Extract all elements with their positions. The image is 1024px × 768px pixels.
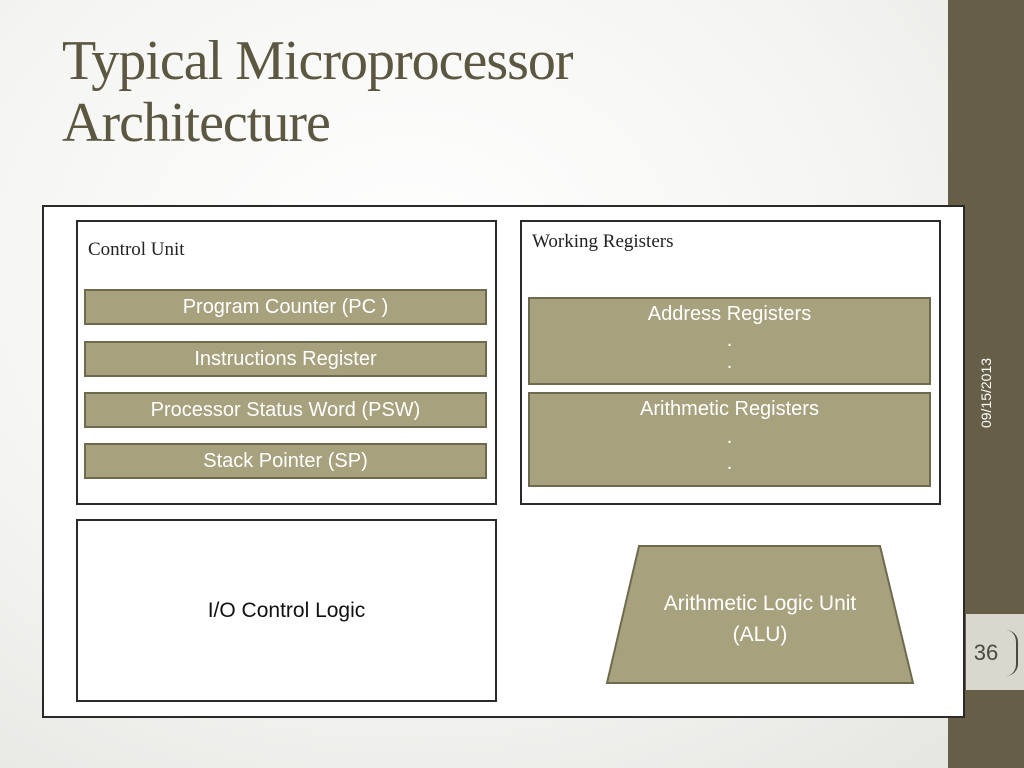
alu-label: Arithmetic Logic Unit (ALU): [605, 588, 915, 650]
page-number-box: [966, 614, 1024, 690]
address-registers-block: Address Registers . .: [528, 297, 931, 385]
stack-pointer-register: Stack Pointer (SP): [84, 443, 487, 479]
working-registers-label: Working Registers: [532, 231, 674, 252]
address-registers-dot: .: [726, 351, 733, 373]
processor-status-word-register: Processor Status Word (PSW): [84, 392, 487, 428]
slide-title: Typical Microprocessor Architecture: [62, 30, 922, 154]
io-control-label: I/O Control Logic: [207, 598, 366, 622]
io-control-box: I/O Control Logic: [76, 519, 497, 702]
slide-title-line1: Typical Microprocessor: [62, 30, 574, 92]
alu-block: Arithmetic Logic Unit (ALU): [605, 545, 915, 685]
control-unit-label: Control Unit: [88, 239, 185, 260]
address-registers-label: Address Registers: [647, 303, 812, 325]
instructions-register: Instructions Register: [84, 341, 487, 377]
arithmetic-registers-block: Arithmetic Registers . .: [528, 392, 931, 487]
arithmetic-registers-label: Arithmetic Registers: [640, 398, 819, 420]
page-bracket: [1006, 630, 1018, 676]
alu-trapezoid: [605, 545, 915, 684]
arithmetic-registers-dot: .: [726, 452, 733, 474]
arithmetic-registers-dot: .: [726, 426, 733, 448]
page-number: 36: [973, 640, 999, 665]
alu-label-line2: (ALU): [732, 623, 788, 646]
program-counter-register: Program Counter (PC ): [84, 289, 487, 325]
address-registers-dot: .: [726, 329, 733, 351]
slide-date: 09/15/2013: [978, 357, 994, 429]
alu-label-line1: Arithmetic Logic Unit: [663, 592, 857, 615]
slide-title-line2: Architecture: [62, 92, 331, 154]
